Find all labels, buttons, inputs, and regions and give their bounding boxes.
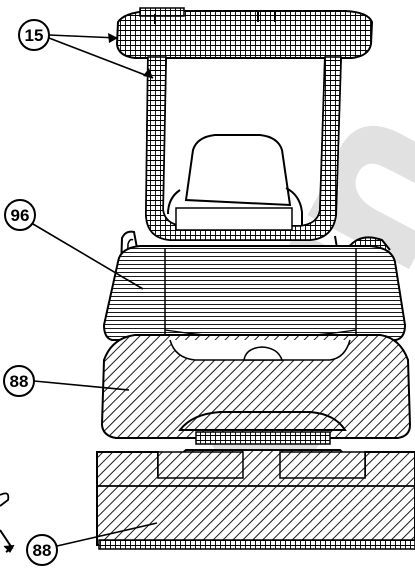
upper-structure-96 [102, 245, 407, 341]
body-88-upper [100, 334, 412, 439]
rops-canopy [115, 7, 374, 241]
callout-88-upper: 88 [3, 365, 130, 397]
callout-96-label: 96 [11, 206, 30, 225]
callout-15-label: 15 [25, 26, 44, 45]
bracket-detail [0, 492, 15, 553]
callout-88-upper-label: 88 [10, 372, 29, 391]
operator-seat [167, 134, 303, 231]
callout-96: 96 [4, 199, 144, 290]
callout-15: 15 [18, 19, 154, 79]
undercarriage-88-lower [96, 449, 415, 550]
callout-88-lower-label: 88 [33, 541, 52, 560]
callout-88-lower: 88 [26, 522, 158, 566]
